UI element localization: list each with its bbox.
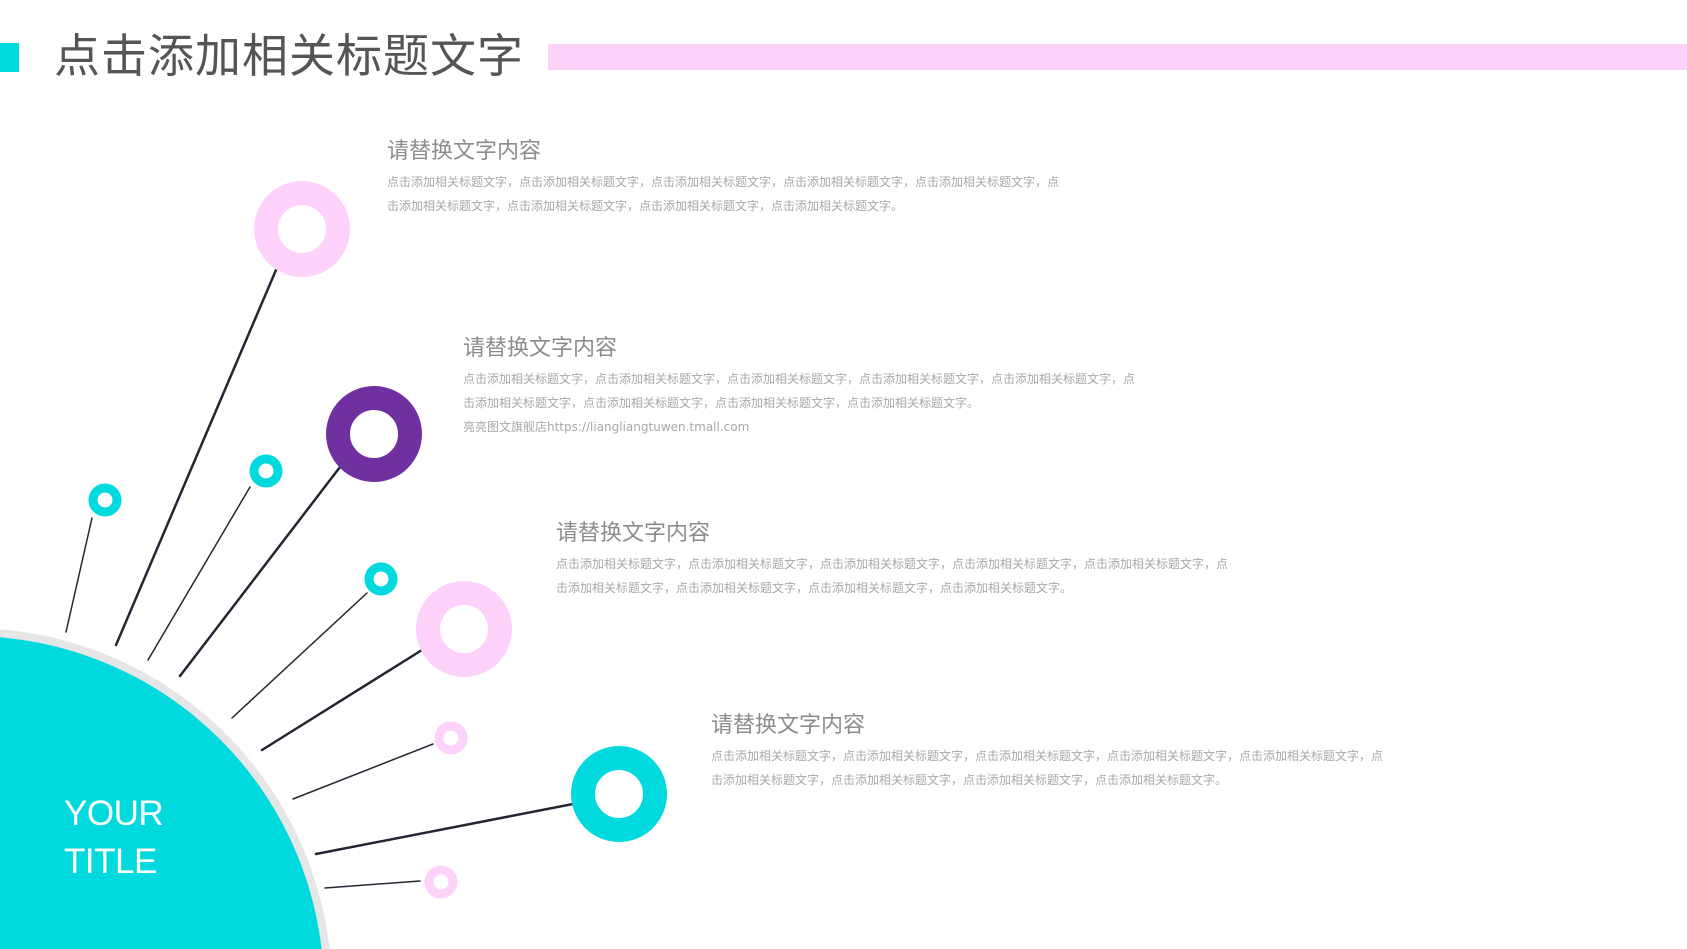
ring-pink-large xyxy=(416,581,512,677)
block-heading: 请替换文字内容 xyxy=(387,139,542,164)
connector-lines xyxy=(65,268,575,889)
block-body: 点击添加相关标题文字，点击添加相关标题文字，点击添加相关标题文字，点击添加相关标… xyxy=(556,552,1228,600)
connector-line xyxy=(260,648,424,752)
center-title-line1: YOUR xyxy=(64,794,164,833)
ring-purple-large xyxy=(326,386,422,482)
connector-line xyxy=(314,802,575,856)
body-line: 击添加相关标题文字，点击添加相关标题文字，点击添加相关标题文字，点击添加相关标题… xyxy=(463,396,980,410)
text-block-3[interactable]: 请替换文字内容 点击添加相关标题文字，点击添加相关标题文字，点击添加相关标题文字… xyxy=(556,519,1228,600)
ring-pink-large xyxy=(254,181,350,277)
page-title[interactable]: 点击添加相关标题文字 xyxy=(54,29,524,83)
text-block-4[interactable]: 请替换文字内容 点击添加相关标题文字，点击添加相关标题文字，点击添加相关标题文字… xyxy=(711,711,1383,792)
body-line: 点击添加相关标题文字，点击添加相关标题文字，点击添加相关标题文字，点击添加相关标… xyxy=(556,557,1229,571)
block-heading: 请替换文字内容 xyxy=(556,521,711,546)
body-line: 点击添加相关标题文字，点击添加相关标题文字，点击添加相关标题文字，点击添加相关标… xyxy=(711,749,1384,763)
title-decorative-bar xyxy=(548,44,1687,70)
rings xyxy=(88,181,667,899)
ring-teal-small xyxy=(364,562,398,596)
body-line: 击添加相关标题文字，点击添加相关标题文字，点击添加相关标题文字，点击添加相关标题… xyxy=(387,199,904,213)
ring-teal-large xyxy=(571,746,667,842)
block-heading: 请替换文字内容 xyxy=(711,713,866,738)
connector-line xyxy=(324,880,421,889)
block-body: 点击添加相关标题文字，点击添加相关标题文字，点击添加相关标题文字，点击添加相关标… xyxy=(387,170,1059,218)
body-line: 击添加相关标题文字，点击添加相关标题文字，点击添加相关标题文字，点击添加相关标题… xyxy=(711,773,1228,787)
block-heading: 请替换文字内容 xyxy=(463,336,618,361)
ring-pink-small xyxy=(434,721,468,755)
block-body: 点击添加相关标题文字，点击添加相关标题文字，点击添加相关标题文字，点击添加相关标… xyxy=(463,367,1135,439)
connector-line xyxy=(65,517,93,633)
center-quarter-circle xyxy=(0,637,322,949)
center-title[interactable]: YOUR TITLE xyxy=(64,790,164,886)
ring-pink-small xyxy=(424,865,458,899)
ring-teal-small xyxy=(88,483,122,517)
connector-line xyxy=(147,486,251,661)
body-line: 击添加相关标题文字，点击添加相关标题文字，点击添加相关标题文字，点击添加相关标题… xyxy=(556,581,1073,595)
connector-line xyxy=(178,465,342,678)
body-line: 点击添加相关标题文字，点击添加相关标题文字，点击添加相关标题文字，点击添加相关标… xyxy=(387,175,1060,189)
title-accent-square xyxy=(0,43,19,72)
connector-line xyxy=(292,743,434,800)
center-title-line2: TITLE xyxy=(64,842,157,881)
store-link-text: 亮亮图文旗舰店https://liangliangtuwen.tmall.com xyxy=(463,420,750,434)
connector-line xyxy=(114,268,278,647)
connector-line xyxy=(231,592,368,719)
body-line: 点击添加相关标题文字，点击添加相关标题文字，点击添加相关标题文字，点击添加相关标… xyxy=(463,372,1136,386)
block-body: 点击添加相关标题文字，点击添加相关标题文字，点击添加相关标题文字，点击添加相关标… xyxy=(711,744,1383,792)
text-block-1[interactable]: 请替换文字内容 点击添加相关标题文字，点击添加相关标题文字，点击添加相关标题文字… xyxy=(387,137,1059,218)
ring-teal-small xyxy=(249,454,283,488)
text-block-2[interactable]: 请替换文字内容 点击添加相关标题文字，点击添加相关标题文字，点击添加相关标题文字… xyxy=(463,334,1135,439)
